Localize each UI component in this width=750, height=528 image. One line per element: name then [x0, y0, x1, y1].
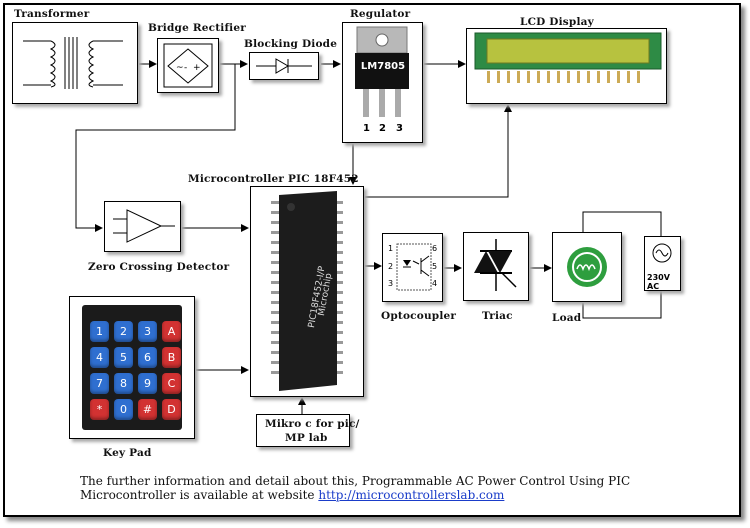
bridge-rectifier-block: ~ - + — [157, 38, 219, 93]
keypad-label: Key Pad — [103, 447, 152, 459]
zcd-label: Zero Crossing Detector — [88, 261, 230, 273]
wire-load-ac-top — [582, 211, 662, 236]
svg-text:~: ~ — [176, 63, 184, 73]
load-label: Load — [552, 312, 582, 324]
pic-chip-icon — [271, 191, 343, 391]
keypad-key: 1 — [90, 321, 109, 342]
transformer-icon — [23, 37, 123, 89]
bridge-label: Bridge Rectifier — [148, 22, 246, 34]
keypad-key: # — [138, 399, 157, 420]
keypad-key: 0 — [114, 399, 133, 420]
keypad-key: 7 — [90, 373, 109, 394]
ac-source-icon — [652, 243, 672, 263]
ide-block: Mikro c for pic/ MP lab — [256, 414, 359, 447]
keypad-key: * — [90, 399, 109, 420]
opto-pin-1: 1 — [388, 244, 394, 253]
blocking-diode-block — [249, 52, 319, 80]
caption-link[interactable]: http://microcontrollerslab.com — [318, 488, 505, 502]
keypad-key: 8 — [114, 373, 133, 394]
keypad-key: A — [162, 321, 181, 342]
wire-mcu-lcd — [365, 104, 512, 198]
keypad-key: B — [162, 347, 181, 368]
wire-load-ac-bottom — [582, 291, 662, 319]
zero-crossing-detector-block — [104, 201, 181, 252]
keypad-key: 6 — [138, 347, 157, 368]
opto-pin-6: 6 — [432, 244, 438, 253]
opto-pin-5: 5 — [432, 262, 438, 271]
keypad-key: 9 — [138, 373, 157, 394]
opto-pin-2: 2 — [388, 262, 394, 271]
diode-icon — [256, 58, 312, 74]
mcu-label: Microcontroller PIC 18F452 — [188, 173, 359, 185]
diode-label: Blocking Diode — [244, 38, 338, 50]
regulator-icon — [355, 26, 409, 117]
optocoupler-block: 1 2 3 6 5 4 — [382, 233, 443, 302]
footer-caption: The further information and detail about… — [80, 474, 680, 502]
ide-label-line1: Mikro c for pic/ — [265, 418, 360, 430]
triac-icon — [474, 239, 517, 291]
ide-label-line2: MP lab — [285, 432, 328, 444]
load-icon — [567, 247, 607, 287]
keypad-key: D — [162, 399, 181, 420]
ac-source-block: 230V AC — [644, 236, 681, 291]
keypad-key: 5 — [114, 347, 133, 368]
opto-label: Optocoupler — [381, 310, 457, 322]
keypad-key: 4 — [90, 347, 109, 368]
svg-text:-: - — [184, 63, 187, 73]
lcd-display-icon — [474, 32, 662, 83]
keypad-key: 3 — [138, 321, 157, 342]
regulator-pin-3: 3 — [396, 123, 403, 134]
transformer-label: Transformer — [14, 8, 90, 20]
regulator-chip-text: LM7805 — [360, 61, 406, 72]
bridge-rectifier-icon: ~ - + — [163, 43, 213, 88]
triac-label: Triac — [482, 310, 513, 322]
wire-bridge-zcd — [75, 64, 236, 232]
regulator-label: Regulator — [350, 8, 411, 20]
opto-pin-3: 3 — [388, 279, 394, 288]
caption-text: The further information and detail about… — [80, 474, 631, 502]
keypad-key: C — [162, 373, 181, 394]
ac-source-label: 230V AC — [647, 273, 670, 291]
svg-text:+: + — [193, 63, 201, 73]
transformer-block — [12, 22, 138, 104]
comparator-icon — [113, 209, 175, 243]
lcd-block — [466, 28, 667, 104]
keypad-key: 2 — [114, 321, 133, 342]
load-block — [552, 232, 622, 302]
triac-block — [463, 232, 529, 301]
opto-pin-4: 4 — [432, 279, 438, 288]
lcd-label: LCD Display — [520, 16, 594, 28]
regulator-block: LM7805 1 2 3 — [342, 22, 423, 143]
regulator-pin-1: 1 — [363, 123, 370, 134]
optocoupler-icon — [396, 243, 432, 291]
microcontroller-block: PIC18F452-I/P Microchip — [250, 186, 364, 397]
regulator-pin-2: 2 — [379, 123, 386, 134]
